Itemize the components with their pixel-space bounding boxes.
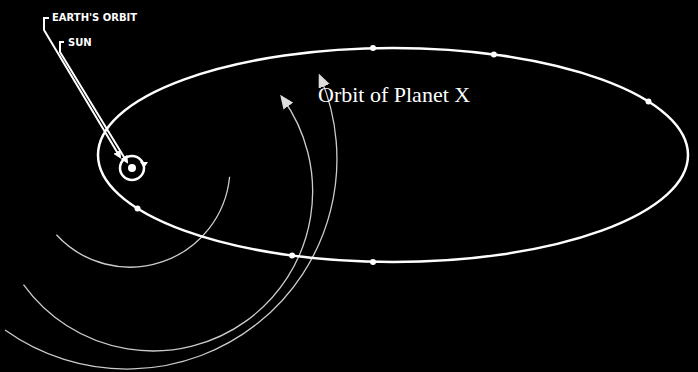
- wave-arc: [56, 177, 229, 267]
- earth-orbit: [120, 156, 144, 180]
- ellipse-outline: [95, 45, 691, 265]
- sun-dot: [128, 164, 136, 172]
- orbit-arrow: [140, 162, 148, 168]
- orbit-ellipse: Orbit of Planet X: [95, 45, 691, 265]
- callout-label: SUN: [68, 37, 92, 48]
- orbit-label: Orbit of Planet X: [318, 83, 470, 107]
- callout-label: EARTH'S ORBIT: [52, 12, 137, 23]
- leader-line: [60, 42, 127, 162]
- wave-arc: [5, 77, 337, 369]
